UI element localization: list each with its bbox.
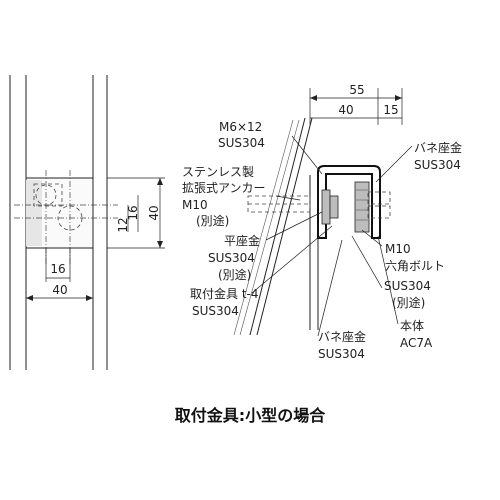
leader-hexbolt: [361, 229, 383, 247]
leader-spring-top: [375, 145, 413, 183]
label-washer-material: SUS304: [208, 251, 255, 265]
left-view: 12 16 40 16 40: [9, 75, 165, 370]
arrow: [157, 241, 163, 248]
arrow: [157, 178, 163, 185]
hexbolt-outline: [367, 191, 391, 205]
label-anchor-3: M10: [182, 198, 208, 212]
arrow: [86, 295, 93, 301]
leader-anchor: [275, 195, 301, 201]
right-view: 55 40 15 M6×: [182, 83, 462, 361]
dim-16-vertical: 16: [126, 205, 140, 220]
label-bolt-material: SUS304: [218, 136, 265, 150]
leader-washer: [265, 211, 323, 241]
plate-shade: [26, 180, 42, 246]
hole-outline: [33, 183, 63, 207]
arrow: [310, 95, 317, 101]
dim-40-vertical: 40: [147, 205, 161, 220]
wall-face: [256, 117, 313, 336]
arrow: [26, 295, 33, 301]
dim-15: 15: [383, 103, 398, 117]
label-spring-top-material: SUS304: [414, 158, 461, 172]
leader-bolt: [291, 135, 323, 175]
label-anchor-4: (別途): [196, 213, 229, 228]
label-hexbolt-name: 六角ボルト: [385, 259, 445, 273]
body-block: [354, 181, 370, 233]
label-washer-note: (別途): [218, 267, 251, 282]
dim-12: 12: [116, 217, 130, 232]
label-anchor-2: 拡張式アンカー: [182, 181, 266, 195]
label-spring-bottom: バネ座金: [318, 329, 366, 344]
wall-hatch: [233, 119, 294, 336]
leader-body: [377, 235, 399, 325]
leader-spring-bottom: [317, 239, 343, 337]
flat-washer: [321, 189, 331, 225]
label-spring-bottom-material: SUS304: [318, 347, 365, 361]
label-washer: 平座金: [224, 233, 260, 248]
wall-face: [249, 117, 306, 336]
wall-hatch: [239, 119, 300, 336]
dim-40-top: 40: [338, 103, 353, 117]
label-hexbolt-note: (別途): [392, 295, 425, 310]
leader-sus: [351, 235, 383, 289]
arrow: [395, 95, 402, 101]
figure-caption: 取付金具:小型の場合: [175, 406, 326, 425]
label-body: 本体: [400, 319, 424, 333]
label-bolt: M6×12: [219, 120, 262, 134]
label-body-material: AC7A: [400, 336, 433, 350]
dim-40-horizontal: 40: [52, 283, 67, 297]
label-hexbolt-material: SUS304: [384, 279, 431, 293]
dim-55: 55: [349, 83, 364, 97]
label-bracket: 取付金具 t-4: [190, 286, 259, 301]
leader-bracket: [251, 225, 333, 294]
label-spring-top: バネ座金: [414, 140, 462, 155]
label-hexbolt: M10: [385, 242, 411, 256]
hexbolt-outline: [367, 205, 391, 219]
label-bracket-material: SUS304: [192, 304, 239, 318]
dim-16-horizontal: 16: [50, 262, 65, 276]
bracket-clip: [329, 195, 339, 219]
label-anchor-1: ステンレス製: [182, 165, 254, 179]
bracket-body: [317, 165, 381, 239]
